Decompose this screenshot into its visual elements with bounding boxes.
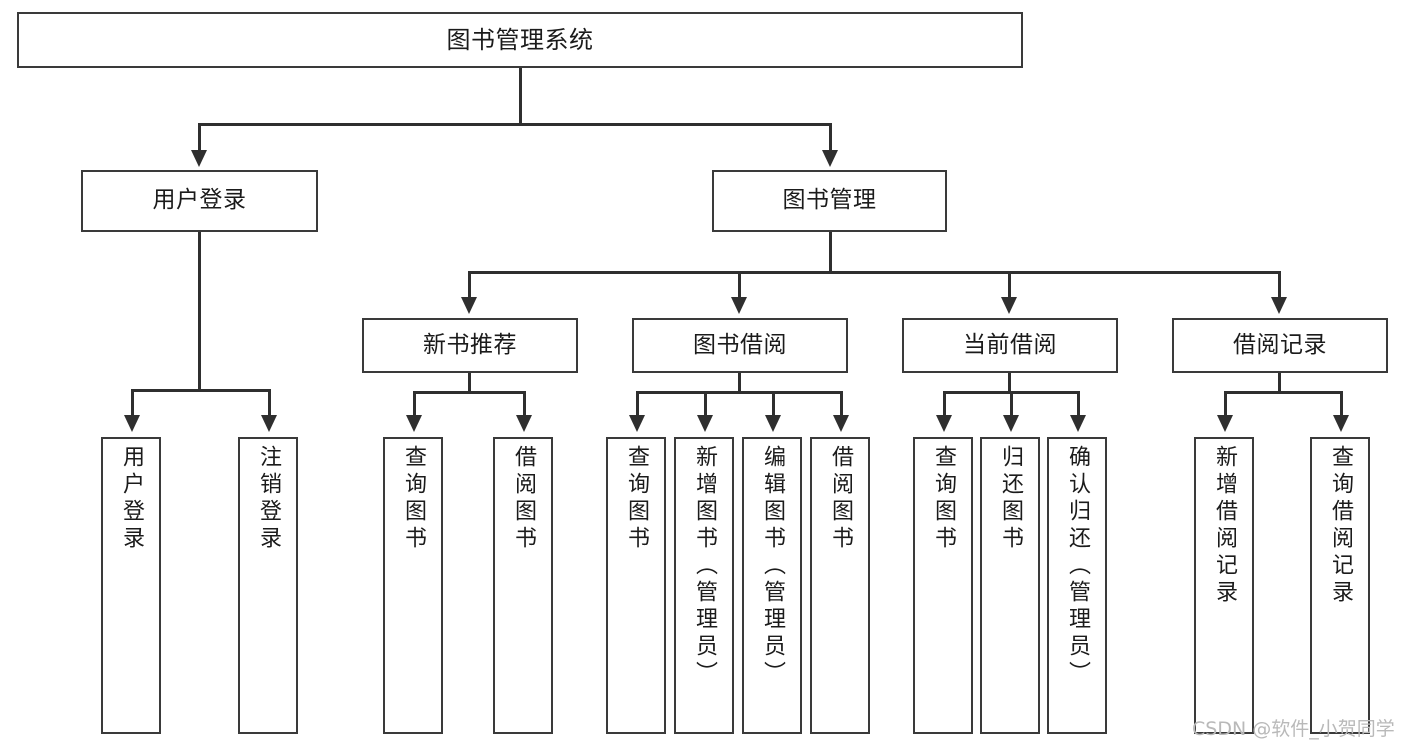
connector-book-borrow-bus — [636, 391, 842, 394]
arrowhead-n2 — [516, 415, 532, 432]
arrowhead-n1 — [406, 415, 422, 432]
connector-drop-n2 — [523, 391, 526, 418]
connector-root-stem — [519, 68, 522, 124]
arrowhead-c2 — [1003, 415, 1019, 432]
connector-user-login-bus — [131, 389, 268, 392]
arrowhead-r2 — [1333, 415, 1349, 432]
connector-drop-b4 — [840, 391, 843, 418]
node-label: 借阅图书 — [511, 445, 536, 553]
connector-drop-u1 — [131, 389, 134, 418]
connector-drop-b3 — [772, 391, 775, 418]
connector-drop-n1 — [413, 391, 416, 418]
node-root-system[interactable]: 图书管理系统 — [17, 12, 1023, 68]
connector-drop-b1 — [636, 391, 639, 418]
leaf-borrow-book-new[interactable]: 借阅图书 — [493, 437, 553, 734]
node-book-management[interactable]: 图书管理 — [712, 170, 947, 232]
node-label: 图书管理系统 — [446, 25, 594, 54]
leaf-query-book-borrow[interactable]: 查询图书 — [606, 437, 666, 734]
arrowhead-b4 — [833, 415, 849, 432]
connector-drop-r1 — [1224, 391, 1227, 418]
arrowhead-b3 — [765, 415, 781, 432]
connector-drop-c1 — [943, 391, 946, 418]
leaf-add-book-admin[interactable]: 新增图书（管理员） — [674, 437, 734, 734]
leaf-add-borrow-record[interactable]: 新增借阅记录 — [1194, 437, 1254, 734]
arrowhead-r1 — [1217, 415, 1233, 432]
connector-borrow-record-bus — [1224, 391, 1341, 394]
leaf-logout[interactable]: 注销登录 — [238, 437, 298, 734]
node-label: 确认归还（管理员） — [1065, 445, 1090, 688]
leaf-edit-book-admin[interactable]: 编辑图书（管理员） — [742, 437, 802, 734]
connector-drop-l3-2 — [738, 271, 741, 300]
arrowhead-l3-3 — [1001, 297, 1017, 314]
node-label: 查询图书 — [401, 445, 426, 553]
arrowhead-l3-4 — [1271, 297, 1287, 314]
arrowhead-b2 — [697, 415, 713, 432]
connector-drop-c2 — [1010, 391, 1013, 418]
node-book-borrow[interactable]: 图书借阅 — [632, 318, 848, 373]
node-label: 借阅记录 — [1233, 331, 1327, 358]
connector-book-borrow-stem — [738, 373, 741, 393]
arrowhead-b1 — [629, 415, 645, 432]
connector-root-bus — [198, 123, 831, 126]
arrowhead-c3 — [1070, 415, 1086, 432]
arrowhead-l3-1 — [461, 297, 477, 314]
arrowhead-u2 — [261, 415, 277, 432]
node-label: 借阅图书 — [828, 445, 853, 553]
connector-borrow-record-stem — [1278, 373, 1281, 393]
node-label: 图书管理 — [782, 187, 877, 214]
connector-drop-l3-4 — [1278, 271, 1281, 300]
node-label: 用户登录 — [119, 445, 144, 553]
leaf-return-book[interactable]: 归还图书 — [980, 437, 1040, 734]
connector-current-borrow-stem — [1008, 373, 1011, 393]
connector-new-book-stem — [468, 373, 471, 393]
arrowhead-u1 — [124, 415, 140, 432]
node-label: 图书借阅 — [693, 331, 787, 358]
arrowhead-user-login — [191, 150, 207, 167]
node-label: 查询借阅记录 — [1328, 445, 1353, 607]
arrowhead-l3-2 — [731, 297, 747, 314]
connector-drop-l3-3 — [1008, 271, 1011, 300]
node-current-borrow[interactable]: 当前借阅 — [902, 318, 1118, 373]
connector-new-book-bus — [413, 391, 526, 394]
node-label: 新增借阅记录 — [1212, 445, 1237, 607]
connector-drop-u2 — [268, 389, 271, 418]
connector-drop-r2 — [1340, 391, 1343, 418]
node-label: 归还图书 — [998, 445, 1023, 553]
connector-level3-bus — [468, 271, 1280, 274]
node-label: 查询图书 — [931, 445, 956, 553]
node-label: 用户登录 — [152, 187, 247, 214]
node-user-login[interactable]: 用户登录 — [81, 170, 318, 232]
node-new-book-recommend[interactable]: 新书推荐 — [362, 318, 578, 373]
connector-drop-c3 — [1077, 391, 1080, 418]
node-label: 新书推荐 — [423, 331, 517, 358]
leaf-query-book-new[interactable]: 查询图书 — [383, 437, 443, 734]
connector-book-mgmt-stem — [829, 232, 832, 273]
arrowhead-book-mgmt — [822, 150, 838, 167]
leaf-query-book-current[interactable]: 查询图书 — [913, 437, 973, 734]
connector-user-login-stem — [198, 232, 201, 391]
leaf-user-login[interactable]: 用户登录 — [101, 437, 161, 734]
connector-drop-user-login — [198, 123, 201, 153]
node-borrow-record[interactable]: 借阅记录 — [1172, 318, 1388, 373]
node-label: 当前借阅 — [963, 331, 1057, 358]
node-label: 查询图书 — [624, 445, 649, 553]
connector-drop-book-mgmt — [829, 123, 832, 153]
leaf-borrow-book[interactable]: 借阅图书 — [810, 437, 870, 734]
connector-drop-b2 — [704, 391, 707, 418]
leaf-query-borrow-record[interactable]: 查询借阅记录 — [1310, 437, 1370, 734]
node-label: 新增图书（管理员） — [692, 445, 717, 688]
connector-drop-l3-1 — [468, 271, 471, 300]
node-label: 注销登录 — [256, 445, 281, 553]
node-label: 编辑图书（管理员） — [760, 445, 785, 688]
arrowhead-c1 — [936, 415, 952, 432]
leaf-confirm-return-admin[interactable]: 确认归还（管理员） — [1047, 437, 1107, 734]
